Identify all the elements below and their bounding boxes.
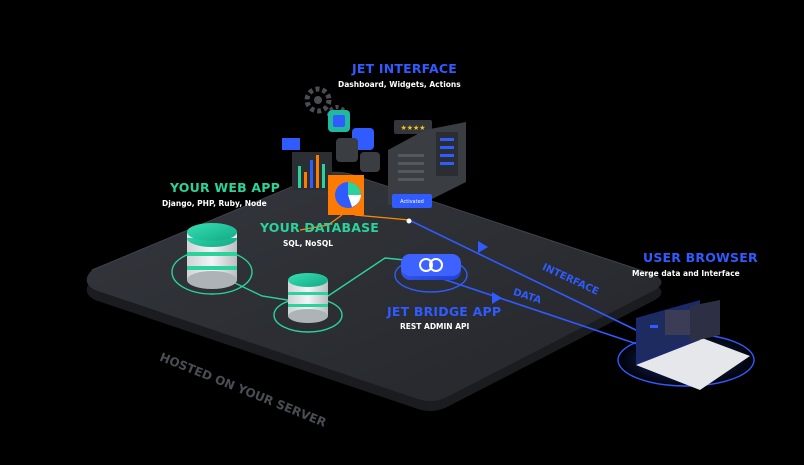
- database-cylinder-icon: [273, 273, 343, 333]
- user-browser-title: USER BROWSER: [643, 250, 758, 265]
- link-icon: [419, 258, 443, 272]
- activated-label: Activated: [400, 199, 424, 205]
- bridge-app-icon: [394, 254, 468, 293]
- database-title: YOUR DATABASE: [260, 220, 380, 235]
- jet-interface-subtitle: Dashboard, Widgets, Actions: [338, 80, 461, 89]
- interface-arrow-icon: [478, 241, 488, 253]
- dashboard-panel: Activated: [388, 122, 466, 208]
- bridge-app-title: JET BRIDGE APP: [387, 304, 502, 319]
- user-browser-subtitle: Merge data and Interface: [632, 269, 740, 278]
- web-app-subtitle: Django, PHP, Ruby, Node: [162, 199, 267, 208]
- laptop-browser-icon: [616, 300, 756, 390]
- web-app-server-icon: [171, 223, 253, 295]
- jet-interface-title: JET INTERFACE: [352, 61, 457, 76]
- database-subtitle: SQL, NoSQL: [283, 239, 334, 248]
- data-arrow-icon: [492, 292, 502, 304]
- connection-lines: [211, 204, 641, 346]
- web-app-title: YOUR WEB APP: [170, 180, 280, 195]
- jet-interface-widgets: ★★★★ Activated: [282, 86, 466, 215]
- server-platform: [86, 171, 662, 411]
- rating-stars: ★★★★: [400, 124, 425, 132]
- pie-chart-widget: [328, 175, 364, 215]
- bar-chart-widget: [292, 152, 332, 190]
- bridge-app-subtitle: REST ADMIN API: [400, 322, 470, 331]
